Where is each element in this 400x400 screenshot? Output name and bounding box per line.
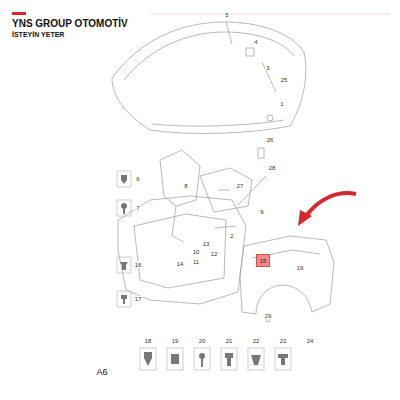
callout-number: 26: [266, 137, 275, 143]
slogan: İSTEYİN YETER: [12, 31, 64, 38]
fastener-row: [140, 348, 291, 370]
callout-number: 25: [280, 77, 289, 83]
figure-code: A6: [96, 367, 107, 377]
callout-number: 16: [134, 262, 143, 268]
callout-number: 1: [279, 101, 284, 107]
callout-number: 9: [259, 209, 264, 215]
callout-number: 7: [135, 205, 140, 211]
callout-number: 4: [253, 39, 258, 45]
callout-number: 29: [264, 313, 273, 319]
logo-bar: [12, 12, 26, 15]
callout-number: 2: [229, 233, 234, 239]
callout-number: 13: [202, 241, 211, 247]
brand-title: YNS GROUP OTOMOTİV: [12, 18, 128, 29]
callout-number: 12: [210, 251, 219, 257]
callout-number: 19: [296, 265, 305, 271]
callout-number: 3: [265, 65, 270, 71]
latch-bracket: [160, 150, 200, 206]
callout-number: 14: [176, 261, 185, 267]
fender: [240, 236, 334, 314]
callout-number: 19: [171, 338, 180, 344]
callout-number: 23: [279, 338, 288, 344]
callout-number: 20: [198, 338, 207, 344]
callout-number: 24: [306, 338, 315, 344]
callout-number: 15: [260, 258, 267, 264]
callout-number: 10: [192, 249, 201, 255]
callout-number: 22: [252, 338, 261, 344]
callout-number: 8: [183, 183, 188, 189]
callout-number: 21: [225, 338, 234, 344]
callout-number: 5: [224, 12, 229, 18]
callout-number: 28: [268, 165, 277, 171]
callout-number: 27: [236, 183, 245, 189]
callout-number: 18: [144, 338, 153, 344]
pointer-arrowhead: [298, 210, 312, 226]
callout-number: 11: [192, 259, 200, 265]
highlighted-callout: 15: [256, 254, 270, 267]
callout-number: 6: [135, 176, 140, 182]
fastener-icons: [117, 171, 131, 307]
hood: [112, 22, 306, 133]
front-frame: [118, 196, 246, 304]
pointer-arrow: [306, 193, 356, 216]
callout-number: 17: [134, 296, 143, 302]
